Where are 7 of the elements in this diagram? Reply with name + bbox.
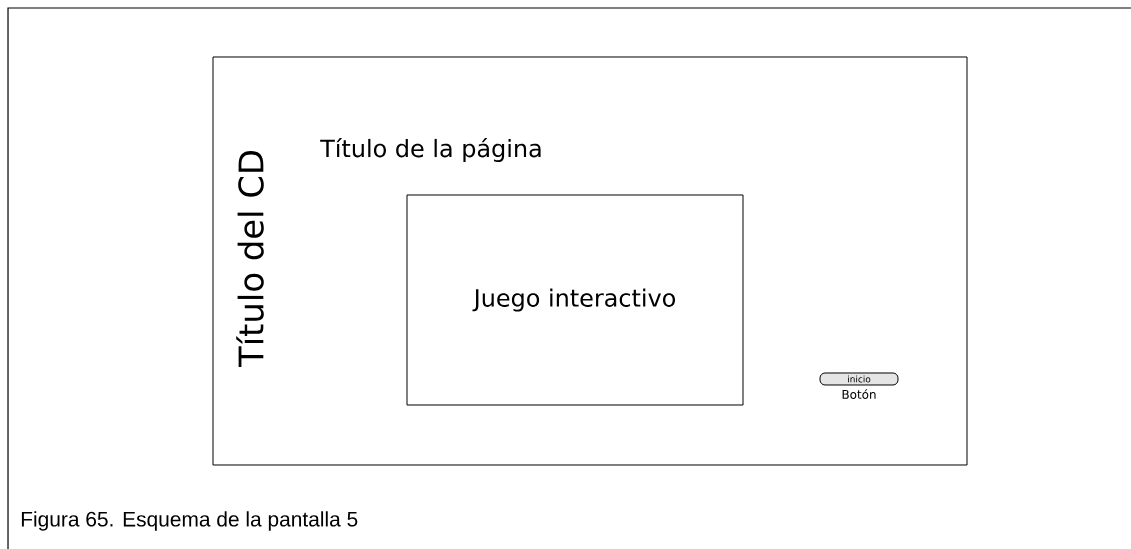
screen-frame xyxy=(212,56,968,466)
figure-caption: Figura 65. Esquema de la pantalla 5 xyxy=(21,511,358,531)
button-label: Botón xyxy=(842,389,876,399)
screen-title: Título del CD xyxy=(236,151,264,368)
page-title: Título de la página xyxy=(320,137,541,163)
content-box: Juego interactivo xyxy=(406,194,744,406)
start-button: inicio xyxy=(819,372,899,386)
